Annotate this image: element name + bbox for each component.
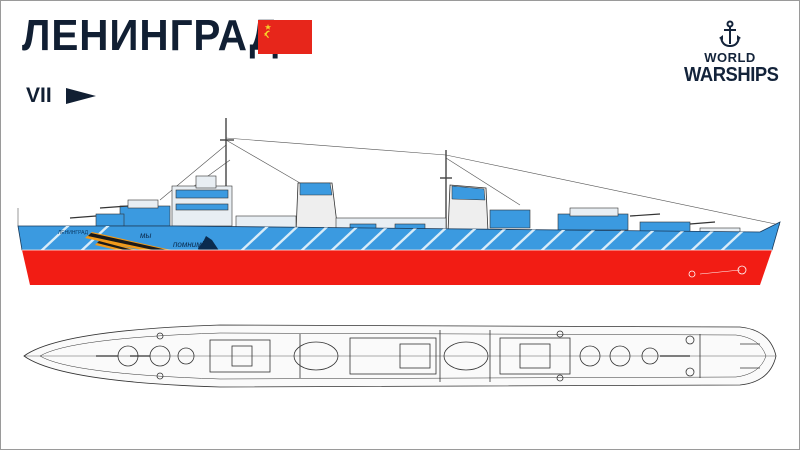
ship-name-title: ЛЕНИНГРАД — [22, 11, 280, 60]
tier-label: VII — [26, 84, 52, 107]
ussr-flag-icon — [258, 20, 312, 54]
slogan-line-2: помним! — [173, 240, 204, 249]
destroyer-class-icon — [66, 88, 96, 104]
superstructure — [95, 175, 741, 235]
hull — [17, 221, 781, 285]
gun-barrels — [69, 205, 716, 225]
world-of-warships-logo: WORLD WARSHIPS — [680, 20, 780, 100]
slogan-line-1: мы — [140, 231, 152, 240]
funnels — [295, 182, 489, 233]
anchor-icon — [719, 20, 741, 48]
logo-text-warships: WARSHIPS — [684, 64, 779, 86]
ship-top-plan — [23, 324, 777, 388]
rigging-lines — [17, 137, 781, 226]
logo-text-world: WORLD — [704, 50, 756, 65]
ship-side-profile — [17, 118, 781, 285]
hull-name-text: ЛЕНИНГРАД — [58, 230, 89, 236]
